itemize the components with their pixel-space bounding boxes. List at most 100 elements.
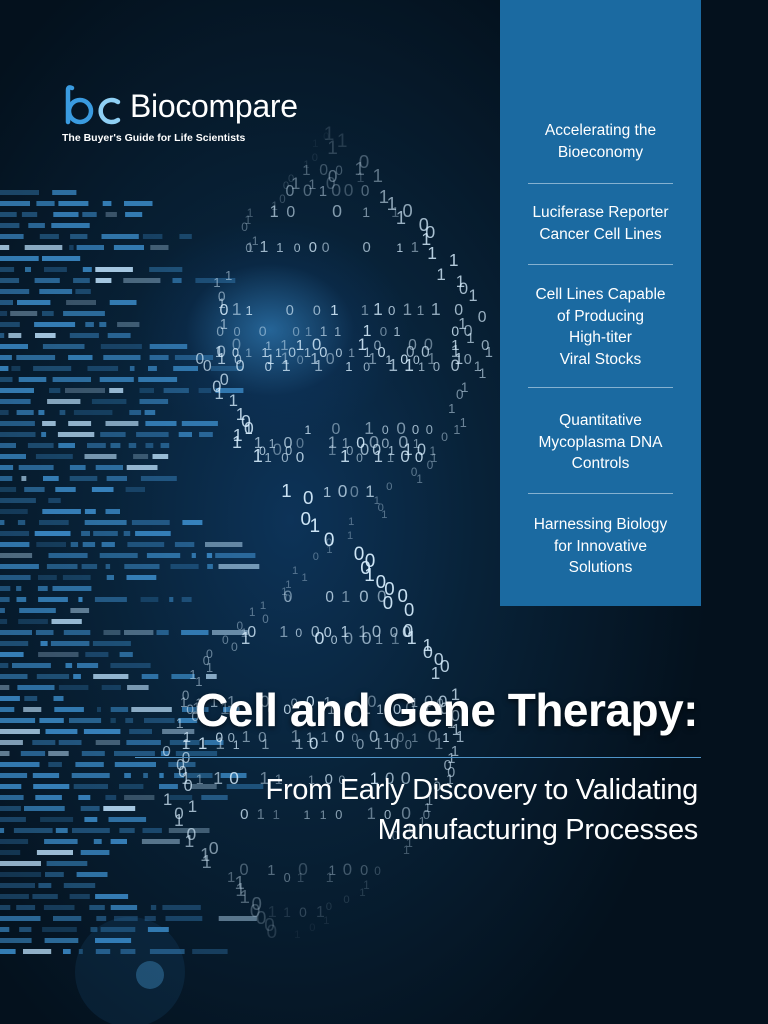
binary-dash (0, 927, 10, 932)
binary-dash (110, 663, 151, 668)
binary-digit: 0 (360, 863, 368, 879)
binary-digit: 0 (323, 131, 329, 143)
binary-digit: 0 (196, 351, 205, 368)
binary-digit: 1 (327, 702, 335, 718)
binary-dash (17, 300, 51, 305)
binary-digit: 1 (304, 808, 311, 822)
binary-dash (58, 201, 89, 206)
toc-item-bioeconomy[interactable]: Accelerating the Bioeconomy (514, 120, 687, 163)
binary-dash (0, 245, 10, 250)
binary-dash (10, 311, 38, 316)
binary-digit: 0 (428, 726, 438, 746)
binary-digit: 0 (286, 303, 294, 319)
biocompare-logo[interactable]: Biocompare The Buyer's Guide for Life Sc… (62, 82, 322, 148)
binary-digit: 0 (294, 241, 301, 255)
binary-digit: 0 (298, 859, 308, 879)
binary-digit: 1 (328, 443, 336, 459)
binary-digit: 1 (337, 131, 348, 152)
binary-dash (58, 740, 82, 745)
binary-digit: 1 (449, 250, 459, 270)
toc-divider (528, 264, 673, 265)
toc-item-harnessing-biology[interactable]: Harnessing Biology for Innovative Soluti… (514, 514, 687, 579)
binary-dash (41, 432, 47, 437)
binary-dash (0, 377, 13, 382)
binary-digit: 1 (233, 738, 240, 752)
binary-digit: 1 (373, 299, 383, 319)
binary-dash (84, 454, 117, 459)
binary-digit: 1 (388, 355, 398, 375)
binary-dash (16, 410, 34, 415)
binary-dash (119, 652, 133, 657)
binary-dash (169, 597, 174, 602)
binary-digit: 1 (453, 423, 460, 437)
binary-dash (32, 894, 58, 899)
binary-dash (44, 267, 67, 272)
binary-dash (40, 641, 48, 646)
toc-item-mycoplasma[interactable]: Quantitative Mycoplasma DNA Controls (514, 410, 687, 475)
toc-item-luciferase[interactable]: Luciferase Reporter Cancer Cell Lines (514, 202, 687, 245)
binary-dash (35, 454, 73, 459)
binary-digit: 1 (375, 631, 383, 647)
binary-digit: 0 (262, 613, 268, 626)
binary-digit: 0 (184, 777, 193, 795)
binary-digit: 1 (220, 699, 229, 718)
binary-digit: 0 (174, 804, 183, 823)
binary-digit: 1 (334, 325, 341, 339)
binary-dash (16, 355, 56, 360)
binary-digit: 1 (267, 352, 275, 367)
binary-dash (19, 927, 32, 932)
binary-digit: 0 (239, 860, 248, 879)
binary-digit: 0 (385, 769, 394, 788)
binary-dash (73, 278, 90, 283)
binary-dash (0, 586, 11, 591)
binary-dash (110, 718, 116, 723)
binary-digit: 0 (451, 323, 459, 339)
binary-dash (39, 718, 64, 723)
binary-digit: 1 (215, 344, 224, 361)
binary-dash (87, 366, 119, 371)
binary-dash (110, 707, 129, 712)
binary-digit: 1 (362, 204, 370, 220)
binary-digit: 0 (384, 807, 391, 822)
binary-digit: 1 (436, 265, 445, 284)
binary-digit: 1 (283, 905, 291, 920)
binary-digit: 1 (261, 737, 269, 753)
binary-dash (95, 465, 123, 470)
binary-digit: 1 (218, 295, 226, 311)
binary-digit: 1 (305, 423, 312, 437)
binary-digit: 1 (275, 346, 282, 360)
binary-dash (17, 685, 55, 690)
binary-dash (8, 333, 22, 338)
binary-digit: 0 (331, 180, 341, 200)
binary-digit: 0 (258, 729, 266, 746)
binary-dash (69, 333, 99, 338)
binary-dash (81, 564, 98, 569)
binary-digit: 1 (474, 359, 482, 375)
binary-digit: 0 (273, 440, 282, 459)
binary-digit: 0 (346, 443, 353, 458)
binary-dash (35, 333, 56, 338)
binary-dash (218, 564, 260, 569)
binary-digit: 0 (392, 829, 399, 843)
binary-dash (90, 927, 98, 932)
binary-digit: 1 (456, 272, 465, 291)
binary-dash (18, 619, 48, 624)
binary-digit: 1 (184, 831, 194, 851)
binary-digit: 1 (308, 773, 315, 787)
binary-digit: 1 (387, 450, 394, 465)
binary-dash (99, 322, 107, 327)
toc-line: Harnessing Biology (533, 516, 668, 533)
binary-digit: 0 (182, 750, 191, 767)
binary-digit: 0 (381, 436, 389, 452)
toc-item-viral-stocks[interactable]: Cell Lines Capable of Producing High-tit… (514, 284, 687, 370)
binary-digit: 1 (396, 241, 403, 255)
binary-dash (149, 355, 169, 360)
binary-digit: 0 (456, 387, 463, 402)
toc-line: High-titer (569, 329, 632, 346)
binary-digit: 1 (388, 444, 395, 458)
binary-dash (0, 190, 39, 195)
binary-digit: 0 (216, 324, 224, 339)
binary-digit: 1 (268, 904, 277, 921)
binary-digit: 1 (229, 391, 238, 410)
binary-dash (140, 597, 159, 602)
